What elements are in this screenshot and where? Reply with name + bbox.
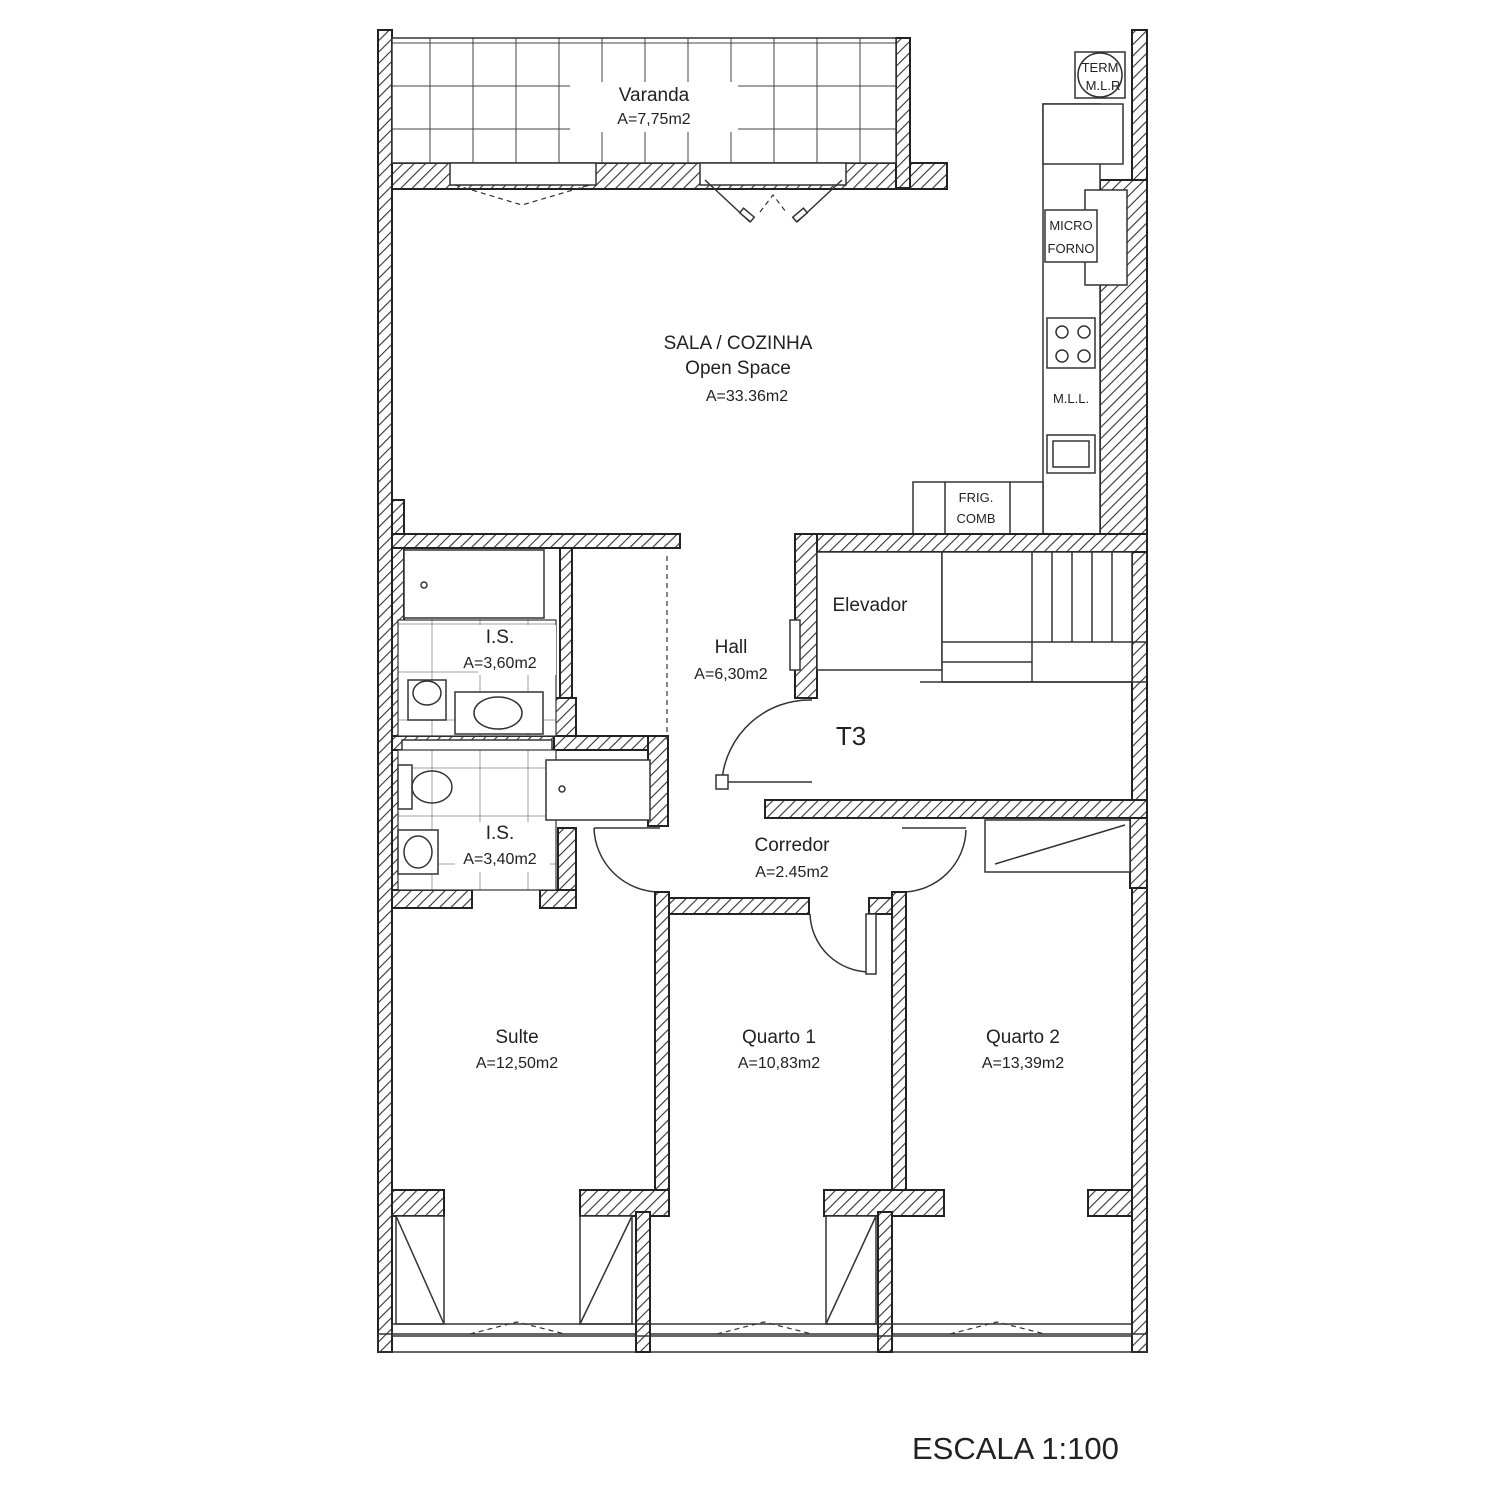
appliance-forno: FORNO [1048,241,1095,256]
room-area-corredor: A=2.45m2 [755,864,828,881]
room-is-2: I.S. A=3,40m2 [397,749,651,891]
room-name-corredor: Corredor [755,835,831,856]
kitchen-counter: TERM M.L.R MICRO FORNO M.L.L. FRIG. COMB [912,51,1128,535]
appliance-term: TERM [1082,60,1119,75]
room-sala-cozinha: SALA / COZINHA Open Space A=33.36m2 [664,333,813,405]
room-area-suite: A=12,50m2 [476,1055,558,1072]
room-name-is-2: I.S. [486,823,515,844]
room-area-varanda: A=7,75m2 [617,111,690,128]
scale-label: ESCALA 1:100 [912,1431,1119,1466]
room-area-sala: A=33.36m2 [706,388,788,405]
room-is-1: I.S. A=3,60m2 [397,549,557,753]
inner-walls [391,533,1148,909]
appliance-micro: MICRO [1049,218,1092,233]
room-name-sala: SALA / COZINHA [664,333,813,354]
room-area-is-1: A=3,60m2 [463,655,536,672]
room-area-quarto-1: A=10,83m2 [738,1055,820,1072]
appliance-comb: COMB [957,511,996,526]
room-name-quarto-2: Quarto 2 [986,1027,1060,1048]
room-corredor: Corredor A=2.45m2 [593,819,1131,893]
room-suite: Sulte A=12,50m2 [476,1027,558,1072]
wardrobes-windows [391,1215,1133,1337]
room-quarto-1: Quarto 1 A=10,83m2 [738,1027,820,1072]
room-hall: Hall A=6,30m2 T3 [666,556,866,790]
room-name-varanda: Varanda [619,85,690,106]
appliance-mlr: M.L.R [1086,78,1121,93]
appliance-frig: FRIG. [959,490,994,505]
varanda-doors [449,162,847,223]
room-area-hall: A=6,30m2 [694,666,767,683]
elevator-stairs: Elevador [789,551,1147,683]
room-name-suite: Sulte [495,1027,538,1048]
room-quarto-2: Quarto 2 A=13,39m2 [982,1027,1064,1072]
room-varanda: Varanda A=7,75m2 [391,37,897,164]
room-name-is-1: I.S. [486,627,515,648]
elevator-label: Elevador [833,595,909,616]
room-name-hall: Hall [715,637,748,658]
bedroom-walls [391,891,1133,1353]
appliance-mll: M.L.L. [1053,391,1089,406]
room-area-is-2: A=3,40m2 [463,851,536,868]
room-area-quarto-2: A=13,39m2 [982,1055,1064,1072]
room-subname-sala: Open Space [685,358,791,379]
apartment-type-label: T3 [836,721,866,751]
room-name-quarto-1: Quarto 1 [742,1027,816,1048]
